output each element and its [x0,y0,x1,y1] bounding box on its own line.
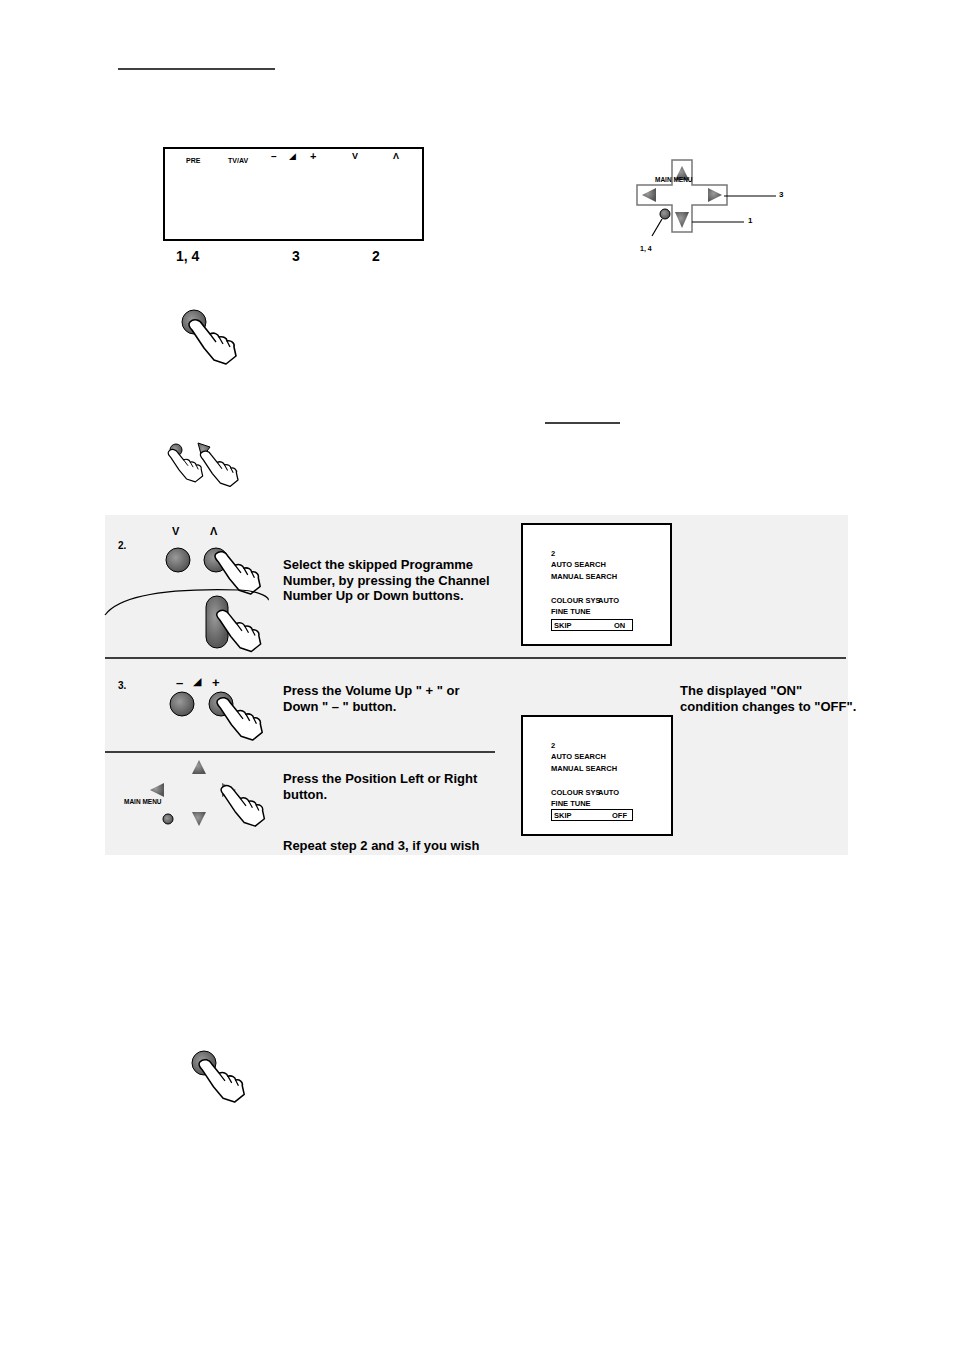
menu-text: MANUAL SEARCH [551,764,617,773]
button-label: + [310,150,316,163]
button-label: – [271,151,277,163]
callout-number: 2 [372,248,380,265]
tv-screen: 2AUTO SEARCH MANUAL SEARCH COLOUR SYSAUTO F… [521,523,672,646]
menu-text: MANUAL SEARCH [551,572,617,581]
menu-text: 2 [551,741,555,750]
menu-text: 2 [551,549,555,558]
button-label: Λ [393,151,399,162]
instruction-text: The displayed "ON" condition changes to … [680,683,860,714]
skip-row-box: SKIP OFF [551,809,633,821]
instruction-text: Press the Volume Up " + " or Down " – " … [283,683,498,714]
callout-number: 1, 4 [176,248,199,265]
button-label: – [176,675,183,691]
menu-text: AUTO SEARCH [551,560,606,569]
menu-text: COLOUR SYS [551,596,601,605]
button-label: ◢ [289,151,296,162]
button-label: V [172,525,179,538]
callout-number: 3. [118,680,126,692]
instruction-text: Select the skipped Programme Number, by … [283,557,498,604]
tv-screen: 2AUTO SEARCH MANUAL SEARCH COLOUR SYSAUTO F… [521,715,673,836]
menu-text: SKIP [554,811,572,820]
menu-text: ON [614,621,625,630]
skip-row-box: SKIP ON [551,619,633,631]
front-panel: PRE TV/AV – ◢ + V Λ [163,147,424,241]
button-label: V [352,151,358,162]
button-label: Λ [210,525,217,538]
callout-number: 2. [118,540,126,552]
menu-text: AUTO [598,596,619,605]
button-label: TV/AV [228,157,248,165]
menu-text: SKIP [554,621,572,630]
button-label: MAIN MENU [655,176,693,184]
menu-text: OFF [612,811,627,820]
menu-text: FINE TUNE [551,799,591,808]
menu-text: FINE TUNE [551,607,591,616]
instruction-text: Repeat step 2 and 3, if you wish [283,838,513,854]
menu-text: AUTO [598,788,619,797]
button-label: ◢ [193,675,201,688]
callout-number: 3 [779,190,783,200]
button-label: MAIN MENU [124,798,162,806]
callout-number: 1 [748,216,752,226]
menu-text: COLOUR SYS [551,788,601,797]
callout-number: 1, 4 [640,245,652,253]
button-label: + [212,675,220,691]
menu-text: AUTO SEARCH [551,752,606,761]
instruction-text: Press the Position Left or Right button. [283,771,498,802]
remote-dpad [637,160,776,236]
callout-number: 3 [292,248,300,265]
button-label: PRE [186,157,200,165]
